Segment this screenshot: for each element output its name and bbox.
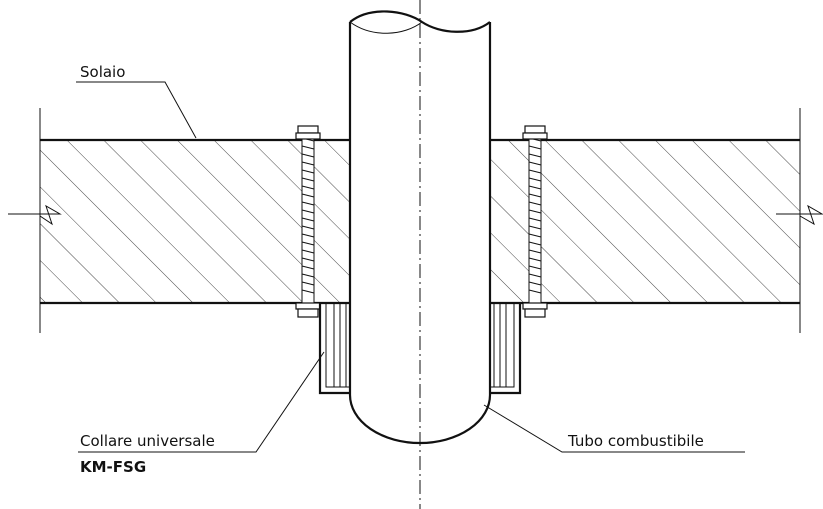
slab-label: Solaio [80, 63, 125, 81]
break-symbol-left [8, 204, 62, 226]
pipe-label: Tubo combustibile [567, 432, 704, 450]
leader-collar: Collare universale KM-FSG [78, 351, 325, 476]
slab [39, 108, 801, 333]
collar-bracket-left [318, 303, 350, 395]
pipe [348, 10, 492, 445]
break-symbol-right [776, 204, 823, 226]
collar-bracket-right [490, 303, 522, 395]
collar-code-label: KM-FSG [80, 458, 146, 476]
threaded-rod-right [522, 125, 548, 318]
threaded-rod-left [295, 125, 321, 318]
slab-hatch-right [490, 140, 800, 303]
collar-label: Collare universale [80, 432, 215, 450]
slab-hatch-left [40, 140, 350, 303]
leader-slab: Solaio [76, 63, 197, 139]
leader-pipe: Tubo combustibile [483, 404, 745, 453]
